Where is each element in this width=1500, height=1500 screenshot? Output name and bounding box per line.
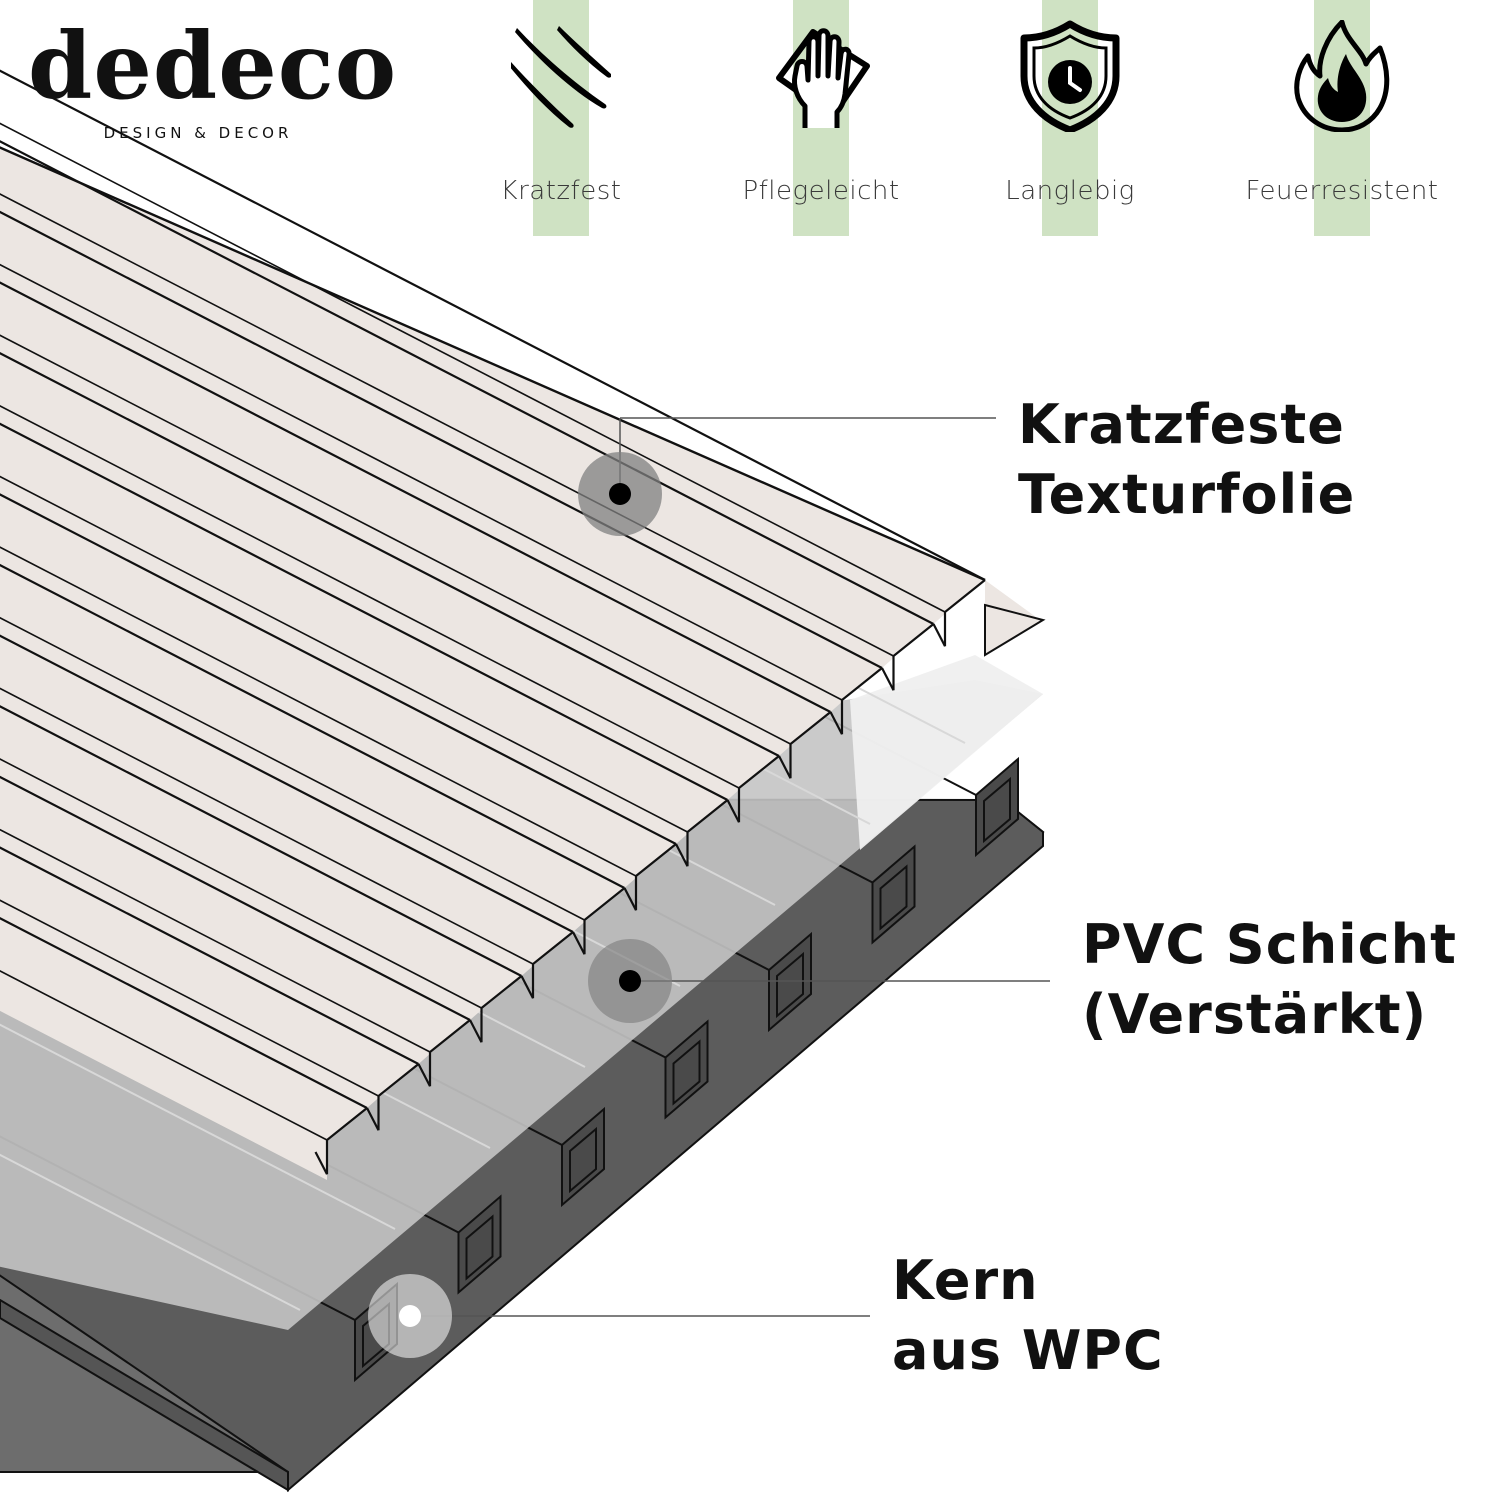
callout-line-2: (Verstärkt) [1082,983,1428,1046]
foil-ridge-valley [0,616,585,921]
marker-dot-foil [609,483,631,505]
foil-ridge-edge [0,140,935,625]
foil-ridge-edge [0,705,523,977]
foil-surface [0,147,1040,1180]
core-rib [975,756,1019,858]
foil-ridge-front [469,1019,483,1043]
foil-ridge-front [932,623,946,647]
brand-name: dedeco [28,12,398,120]
marker-dot-core [399,1305,421,1327]
foil-ridge-valley [0,475,688,833]
foil-ridge-edge [0,917,368,1109]
callout-line-2: Texturfolie [1018,463,1356,526]
core-rib-hollow [672,1039,701,1106]
foil-ridge-front [778,755,792,779]
core-rib [768,931,812,1033]
pvc-groove-line [0,1153,301,1311]
foil-ridge-valley [0,758,482,1009]
core-rib [457,1194,502,1295]
foil-ridge-front [417,1063,431,1087]
feature-kratzfest: Kratzfest [431,0,691,236]
core-rib-hollow [776,951,804,1019]
foil-ridge-valley [0,828,431,1053]
foil-ridge-front [366,1107,380,1131]
callout-pvc-layer: PVC Schicht (Verstärkt) [1082,910,1457,1050]
feature-label: Feuerresistent [1245,176,1439,206]
pvc-groove-line [0,1023,396,1230]
marker-dot-pvc [619,970,641,992]
foil-ridge-valley [0,193,894,657]
shield-clock-icon [1020,20,1120,132]
foil-ridge-front [572,931,586,955]
callout-line-1: Kern [892,1249,1039,1312]
foil-ridge-front [829,711,843,735]
foil-ridge-edge [0,775,471,1021]
foil-ridge-front [726,799,740,823]
foil-flange [984,603,1046,657]
hand-wiping-cloth-icon [776,28,870,128]
feature-langlebig: Langlebig [940,0,1200,236]
foil-ridge-edge [0,563,626,889]
foil-ridge-front [520,975,534,999]
foil-ridge-front [675,843,689,867]
foil-ridge-edge [0,493,677,845]
foil-ridge-edge [0,634,574,933]
brand-logo: dedeco DESIGN & DECOR [28,10,398,142]
foil-ridge-valley [0,970,328,1141]
foil-ridge-edge [0,846,420,1065]
foil-ridge-front [314,1151,328,1175]
foil-ridge-valley [0,899,379,1097]
foil-ridge-valley [0,263,843,701]
feature-pflegeleicht: Pflegeleicht [691,0,951,236]
core-rib-hollow [569,1126,597,1194]
foil-ridge-edge [0,210,883,669]
core-rib-hollow [983,776,1011,844]
foil-ridge-front [623,887,637,911]
pvc-sheet-highlight [850,655,1043,850]
callout-texture-foil: Kratzfeste Texturfolie [1018,390,1355,530]
feature-label: Langlebig [1005,176,1135,206]
core-rib-hollow [879,864,908,931]
feature-label: Kratzfest [500,176,622,206]
core-rib [561,1106,605,1208]
texture-foil-layer [0,69,1046,1180]
callout-wpc-core: Kern aus WPC [892,1246,1164,1386]
foil-ridge-edge [0,281,832,713]
callout-line-1: Kratzfeste [1018,393,1345,456]
brand-tagline: DESIGN & DECOR [103,124,293,142]
foil-ridge-valley [0,546,637,877]
foil-ridge-edge [0,352,780,757]
foil-ridge-front [881,667,895,691]
flame-icon [1294,20,1390,132]
callout-markers [368,417,1050,1358]
foil-ridge-valley [0,405,740,789]
feature-feuerresistent: Feuerresistent [1212,0,1472,236]
core-rib [871,844,916,945]
core-front-edge [0,1298,289,1492]
callout-line-1: PVC Schicht [1082,913,1457,976]
core-rib [664,1019,709,1120]
foil-top-edge [0,146,986,582]
foil-ridge-valley [0,334,791,745]
foil-ridge-valley [0,687,534,965]
callout-line-2: aus WPC [892,1319,1164,1382]
core-rib-hollow [465,1214,494,1281]
foil-ridge-edge [0,69,986,581]
foil-ridge-edge [0,422,729,801]
scratch-marks-icon [511,26,611,128]
feature-label: Pflegeleicht [742,176,900,206]
